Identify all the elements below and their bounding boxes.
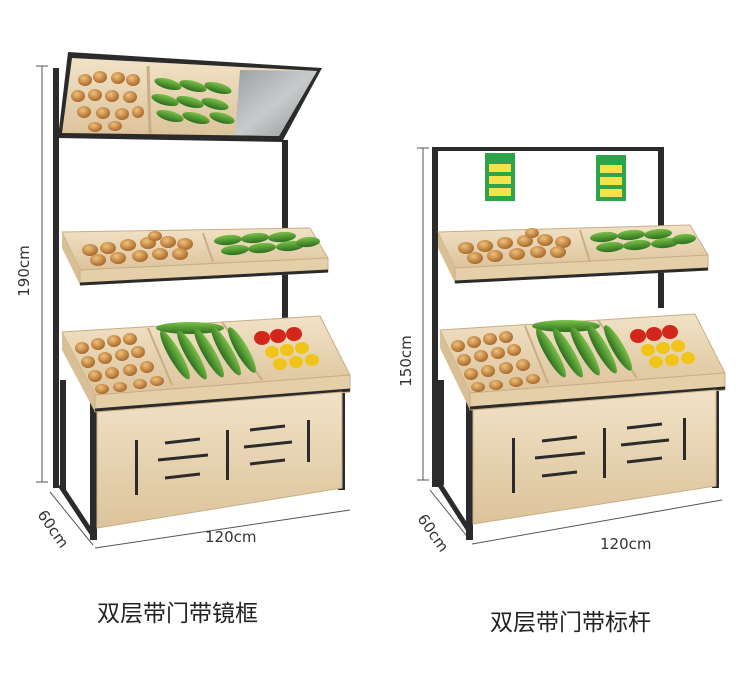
right-width-dimension-line [471,499,723,545]
left-lower-tray [61,315,351,413]
right-upper-cucumbers [590,228,696,253]
left-mirror-frame [58,52,322,142]
right-height-label: 150cm [396,335,415,387]
left-lower-cucumbers [156,322,256,380]
right-width-label: 120cm [600,535,652,553]
right-upper-potatoes [458,228,571,264]
right-lower-peppers [630,325,695,368]
left-lower-potatoes [75,333,164,394]
left-upper-potatoes [82,231,193,266]
left-height-label: 190cm [14,245,33,297]
left-cabinet-doors [96,391,343,529]
right-lower-cucumbers [532,320,632,378]
right-lower-tray [439,313,726,411]
left-lower-peppers [254,327,319,370]
right-price-sign-2 [596,155,626,201]
right-cabinet-doors [472,389,717,525]
left-shelf [36,52,351,549]
left-depth-dimension-line [49,491,94,546]
left-caption: 双层带门带镜框 [97,601,258,627]
left-top-potatoes [71,71,144,132]
left-width-dimension-line [94,509,351,549]
left-upper-cucumbers [214,231,320,256]
right-shelf [417,147,726,545]
left-top-cucumbers [151,77,235,125]
right-lower-potatoes [451,331,540,392]
right-price-sign-1 [485,153,515,201]
right-depth-dimension-line [429,489,471,541]
right-upper-tray [437,224,709,284]
right-caption: 双层带门带标杆 [490,610,651,636]
left-width-label: 120cm [205,528,257,546]
left-upper-tray [61,227,329,286]
